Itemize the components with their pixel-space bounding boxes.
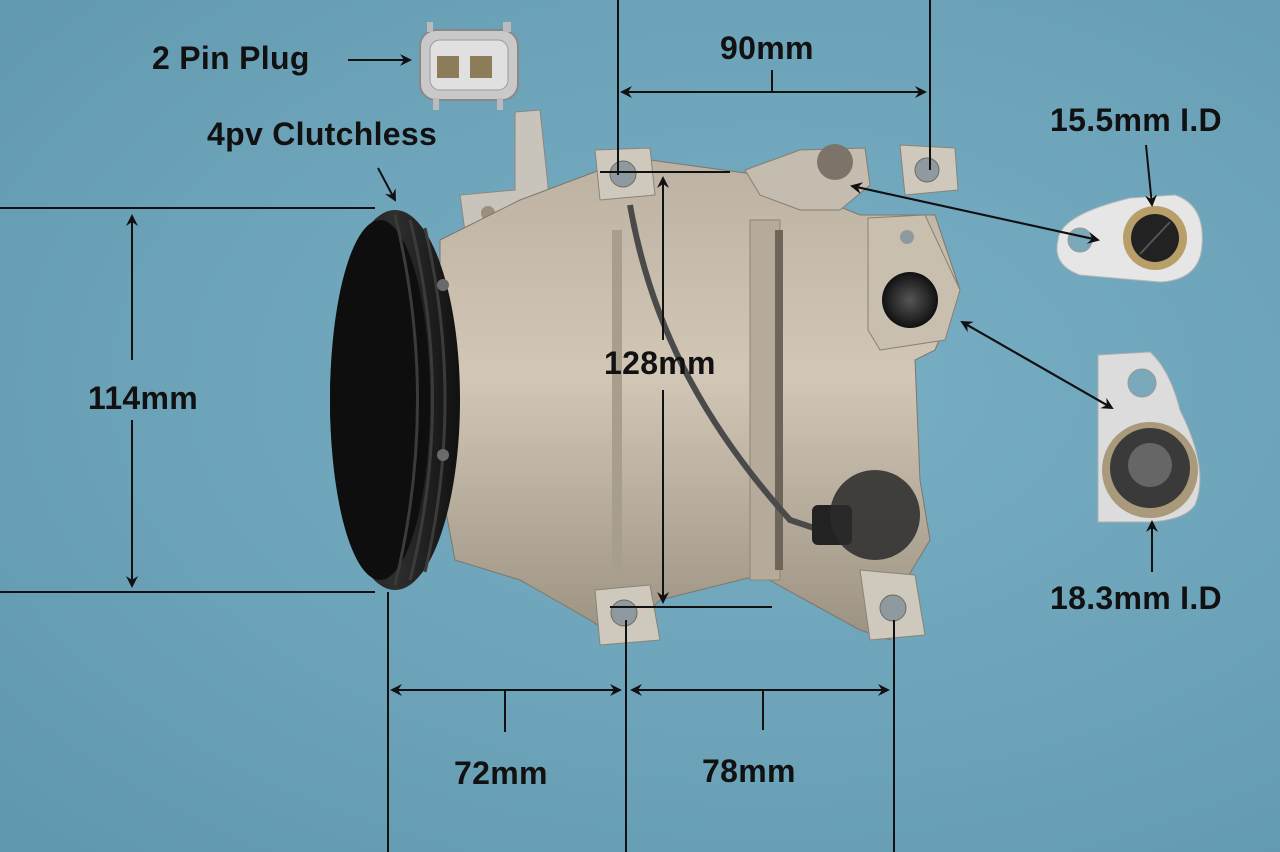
dimension-72mm: 72mm — [454, 755, 548, 791]
dimension-114mm: 114mm — [88, 380, 199, 416]
compressor — [330, 109, 961, 646]
dimension-90mm: 90mm — [720, 30, 814, 66]
pulley-label: 4pv Clutchless — [207, 116, 438, 152]
dimension-128mm: 128mm — [604, 345, 716, 381]
port-small-label: 15.5mm I.D — [1050, 102, 1222, 138]
port-fitting-large-icon — [1097, 351, 1201, 523]
dimension-78mm: 78mm — [702, 753, 796, 789]
two-pin-plug-icon — [419, 22, 519, 110]
port-large-label: 18.3mm I.D — [1050, 580, 1222, 616]
dimension-lines — [0, 0, 1158, 852]
plug-label: 2 Pin Plug — [152, 40, 310, 76]
port-fitting-small-icon — [1056, 194, 1203, 283]
